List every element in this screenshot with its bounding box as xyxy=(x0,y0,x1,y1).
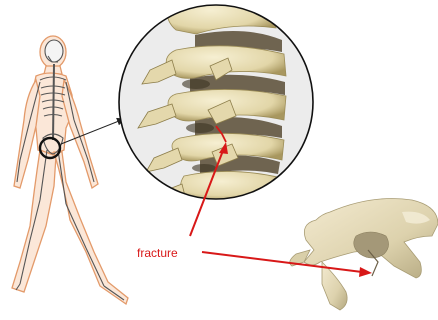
fracture-label: fracture xyxy=(137,246,178,260)
vertebra-3d-model xyxy=(290,199,438,311)
body-outline xyxy=(12,36,128,304)
human-skeleton-figure xyxy=(12,36,128,304)
fracture-arrow-right-head xyxy=(359,267,372,277)
